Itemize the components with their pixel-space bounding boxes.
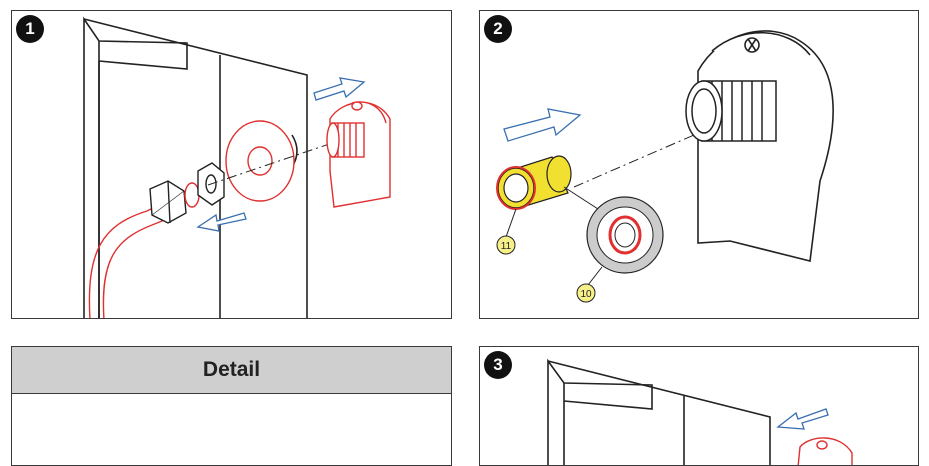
callout-label-11: 11 (501, 241, 512, 252)
assembly-axis-line (207, 138, 345, 186)
step-2-badge: 2 (484, 15, 512, 43)
step-3-panel: 3 (479, 346, 919, 466)
flexible-hose (88, 205, 163, 318)
step-1-panel: 1 (11, 10, 452, 319)
direction-arrow-right (503, 108, 582, 142)
callout-label-10: 10 (580, 289, 592, 300)
step-3-illustration (547, 358, 853, 465)
step-2-panel: 2 (479, 10, 919, 319)
step-1-badge: 1 (16, 15, 44, 43)
direction-arrow-left (196, 212, 247, 232)
hose-nut (149, 180, 187, 224)
detail-panel: Detail (11, 346, 452, 466)
callout-leader-11 (505, 208, 517, 238)
assembly-axis-line (573, 134, 695, 188)
yellow-bushing-part-11 (496, 155, 572, 210)
wall-panel-outline (547, 358, 771, 465)
callout-leader-10 (587, 266, 603, 286)
direction-arrow-left (776, 408, 829, 430)
wall-rosette (225, 120, 295, 202)
seal-detail-magnifier (586, 196, 664, 274)
step-1-illustration (83, 16, 391, 318)
callout-circle-10 (576, 283, 596, 303)
wall-elbow (797, 437, 853, 465)
wall-elbow (326, 101, 391, 208)
sealing-ring (184, 182, 200, 208)
detail-header: Detail (12, 347, 451, 394)
wall-elbow-closeup (697, 30, 834, 262)
magnifier-leader (563, 186, 599, 210)
callout-circle-11 (496, 235, 516, 255)
step-2-illustration: 11 10 (496, 30, 834, 303)
step-3-badge: 3 (484, 351, 512, 379)
direction-arrow-right (313, 77, 366, 101)
threaded-nipple (685, 80, 777, 142)
